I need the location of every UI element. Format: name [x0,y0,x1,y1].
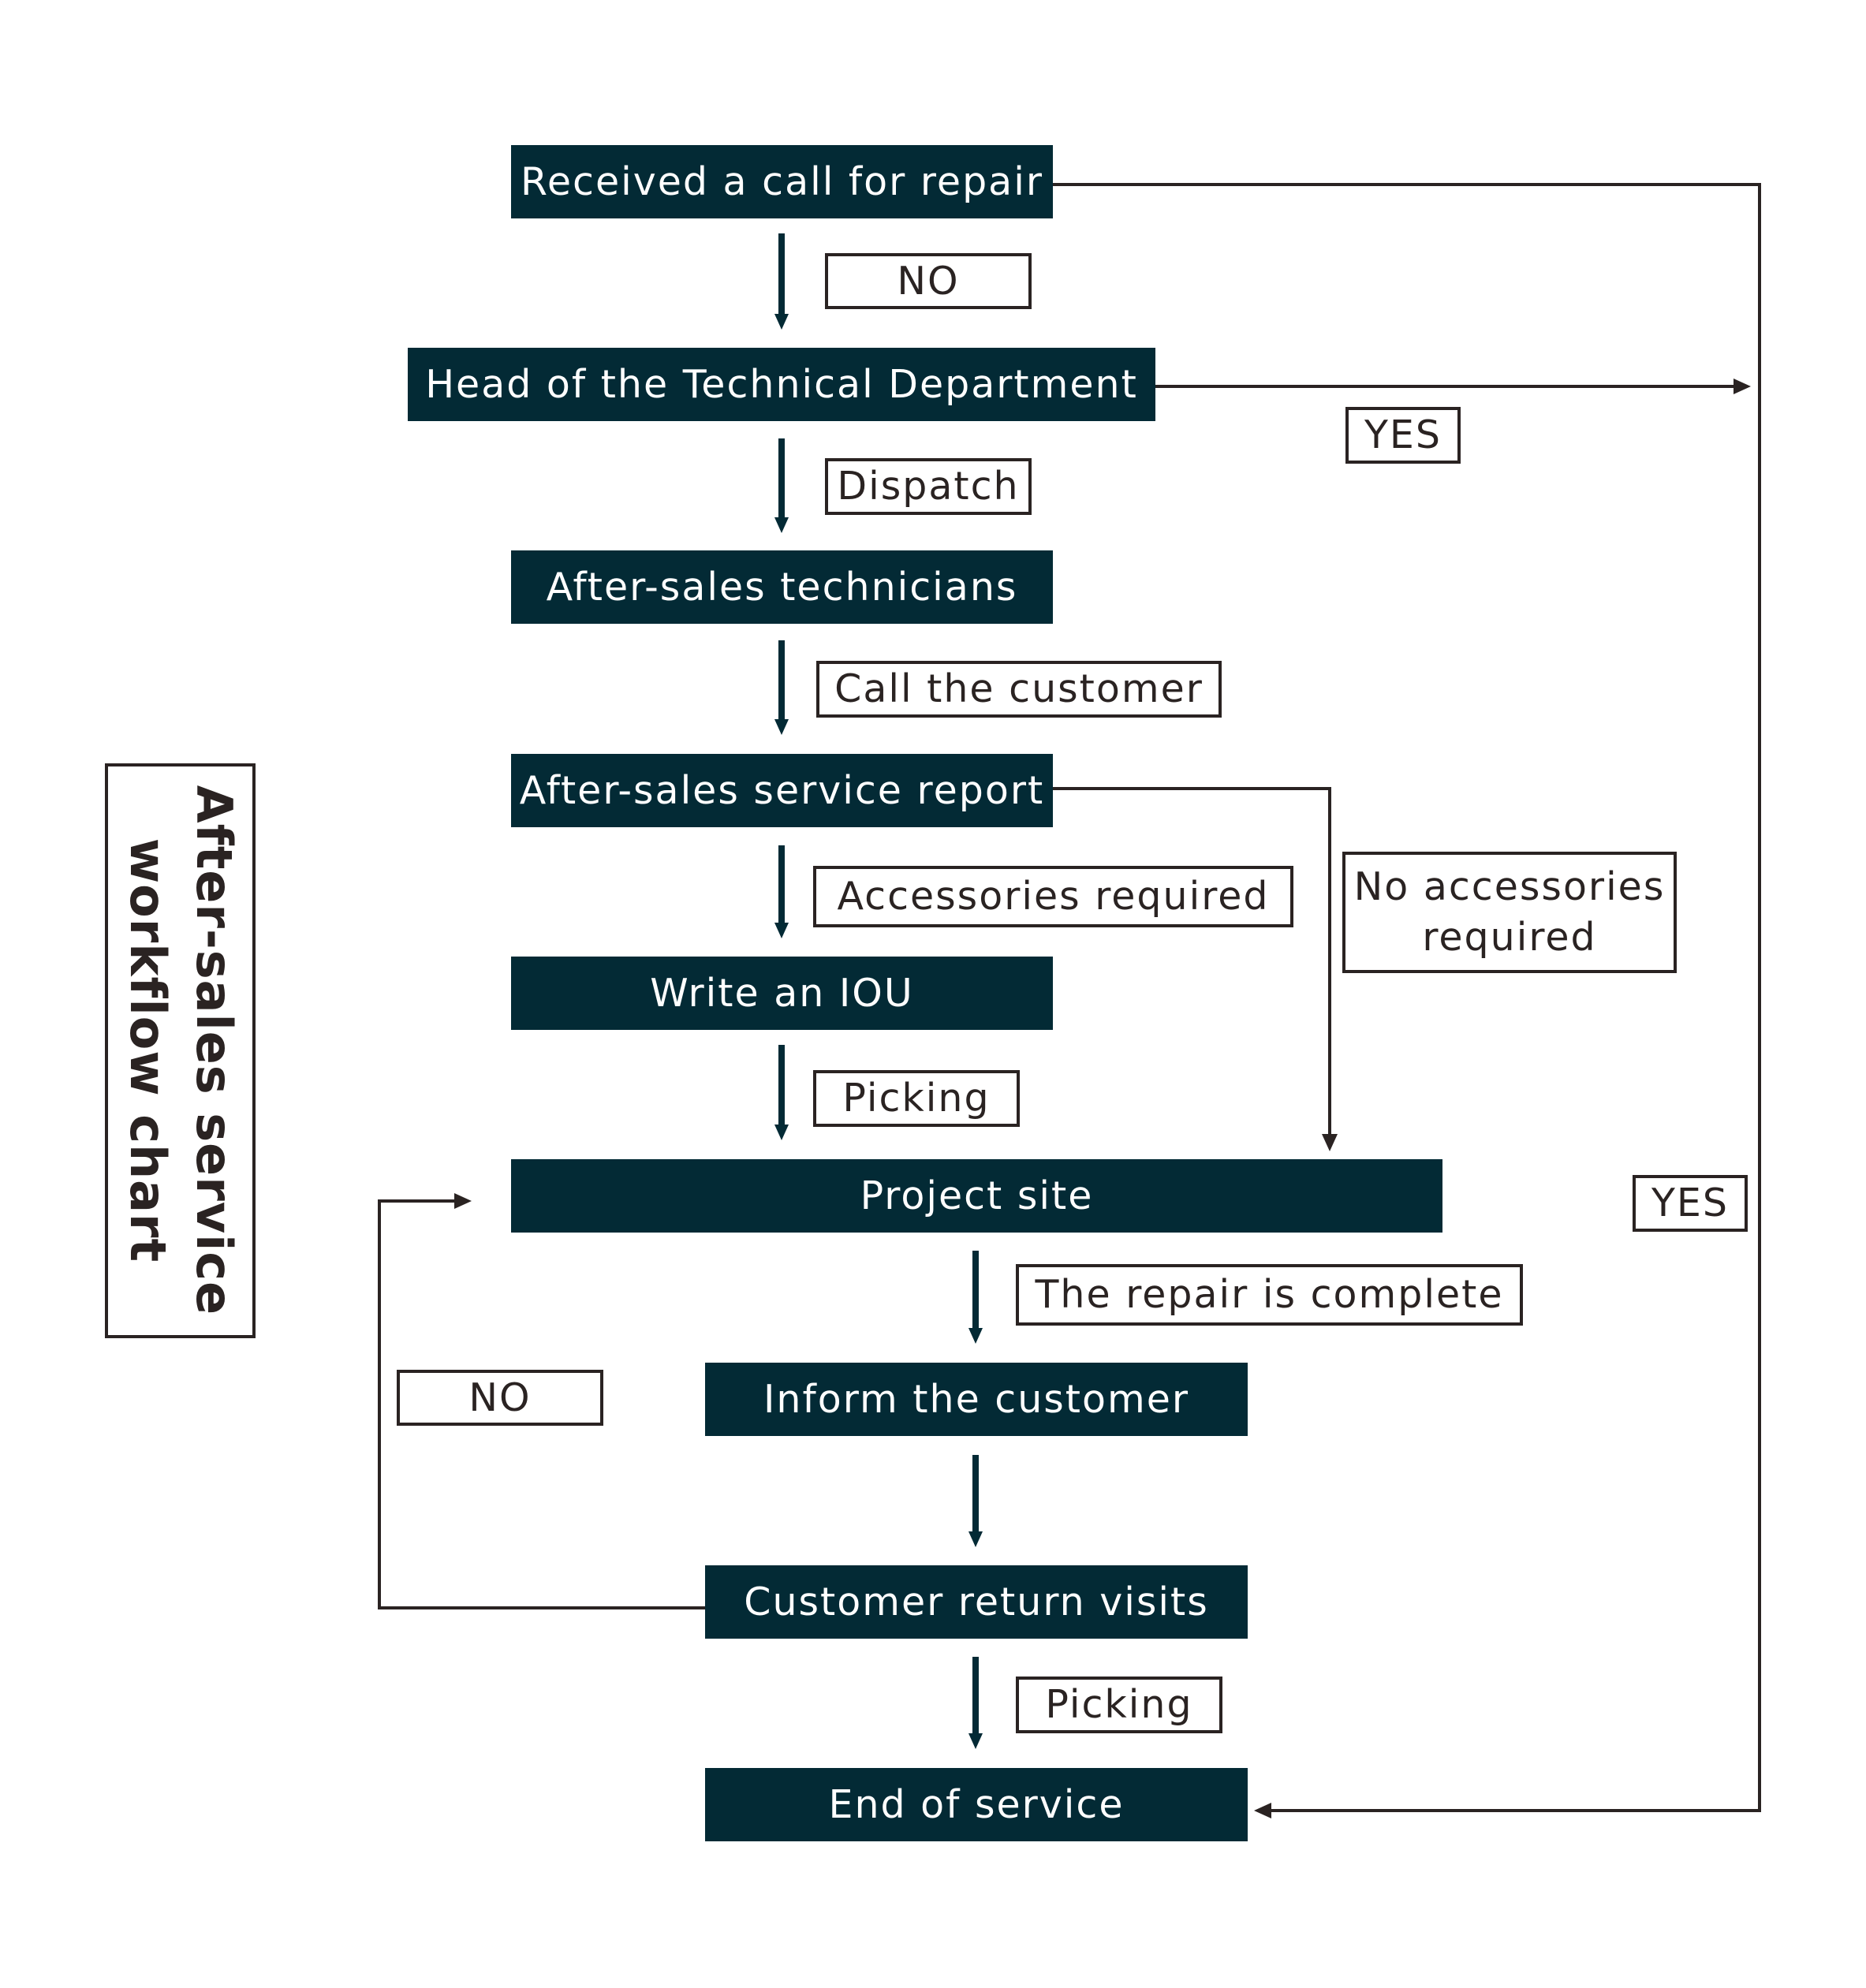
connector-call-to-end-yes [1052,183,1761,1818]
connector-report-to-site [1052,787,1338,1151]
chart-title-line-1: After-sales service [185,785,243,1316]
label-dispatch: Dispatch [825,458,1032,515]
node-write-iou: Write an IOU [511,957,1053,1030]
chart-title-frame [105,763,256,1338]
node-head-technical-department: Head of the Technical Department [408,348,1155,421]
arrow-report-to-iou [774,845,789,938]
node-customer-return-visits: Customer return visits [705,1565,1248,1639]
label-accessories-required: Accessories required [813,866,1293,927]
arrow-iou-to-site [774,1045,789,1140]
arrow-visits-to-end [968,1657,983,1749]
arrow-head-to-technicians [774,438,789,533]
arrow-technicians-to-report [774,640,789,735]
chart-title-line-2: workflow chart [119,837,177,1263]
node-end-of-service: End of service [705,1768,1248,1841]
node-project-site: Project site [511,1159,1442,1233]
chart-title: After-sales service workflow chart [110,766,252,1334]
node-inform-customer: Inform the customer [705,1363,1248,1436]
label-no-top: NO [825,253,1032,309]
node-service-report: After-sales service report [511,754,1053,827]
label-no-left: NO [397,1370,603,1426]
node-received-call: Received a call for repair [511,145,1053,218]
node-after-sales-technicians: After-sales technicians [511,550,1053,624]
arrow-inform-to-visits [968,1455,983,1547]
label-no-accessories-required: No accessories required [1342,852,1677,973]
label-call-the-customer: Call the customer [816,661,1222,718]
label-picking-1: Picking [813,1070,1020,1127]
connector-visits-to-site-no [378,1193,706,1609]
arrow-call-to-head [774,233,789,330]
label-yes-right: YES [1633,1175,1748,1232]
label-picking-2: Picking [1016,1677,1222,1733]
label-repair-complete: The repair is complete [1016,1264,1523,1326]
label-yes-head: YES [1345,407,1461,464]
arrow-site-to-inform [968,1251,983,1344]
connector-head-yes [1155,379,1751,394]
